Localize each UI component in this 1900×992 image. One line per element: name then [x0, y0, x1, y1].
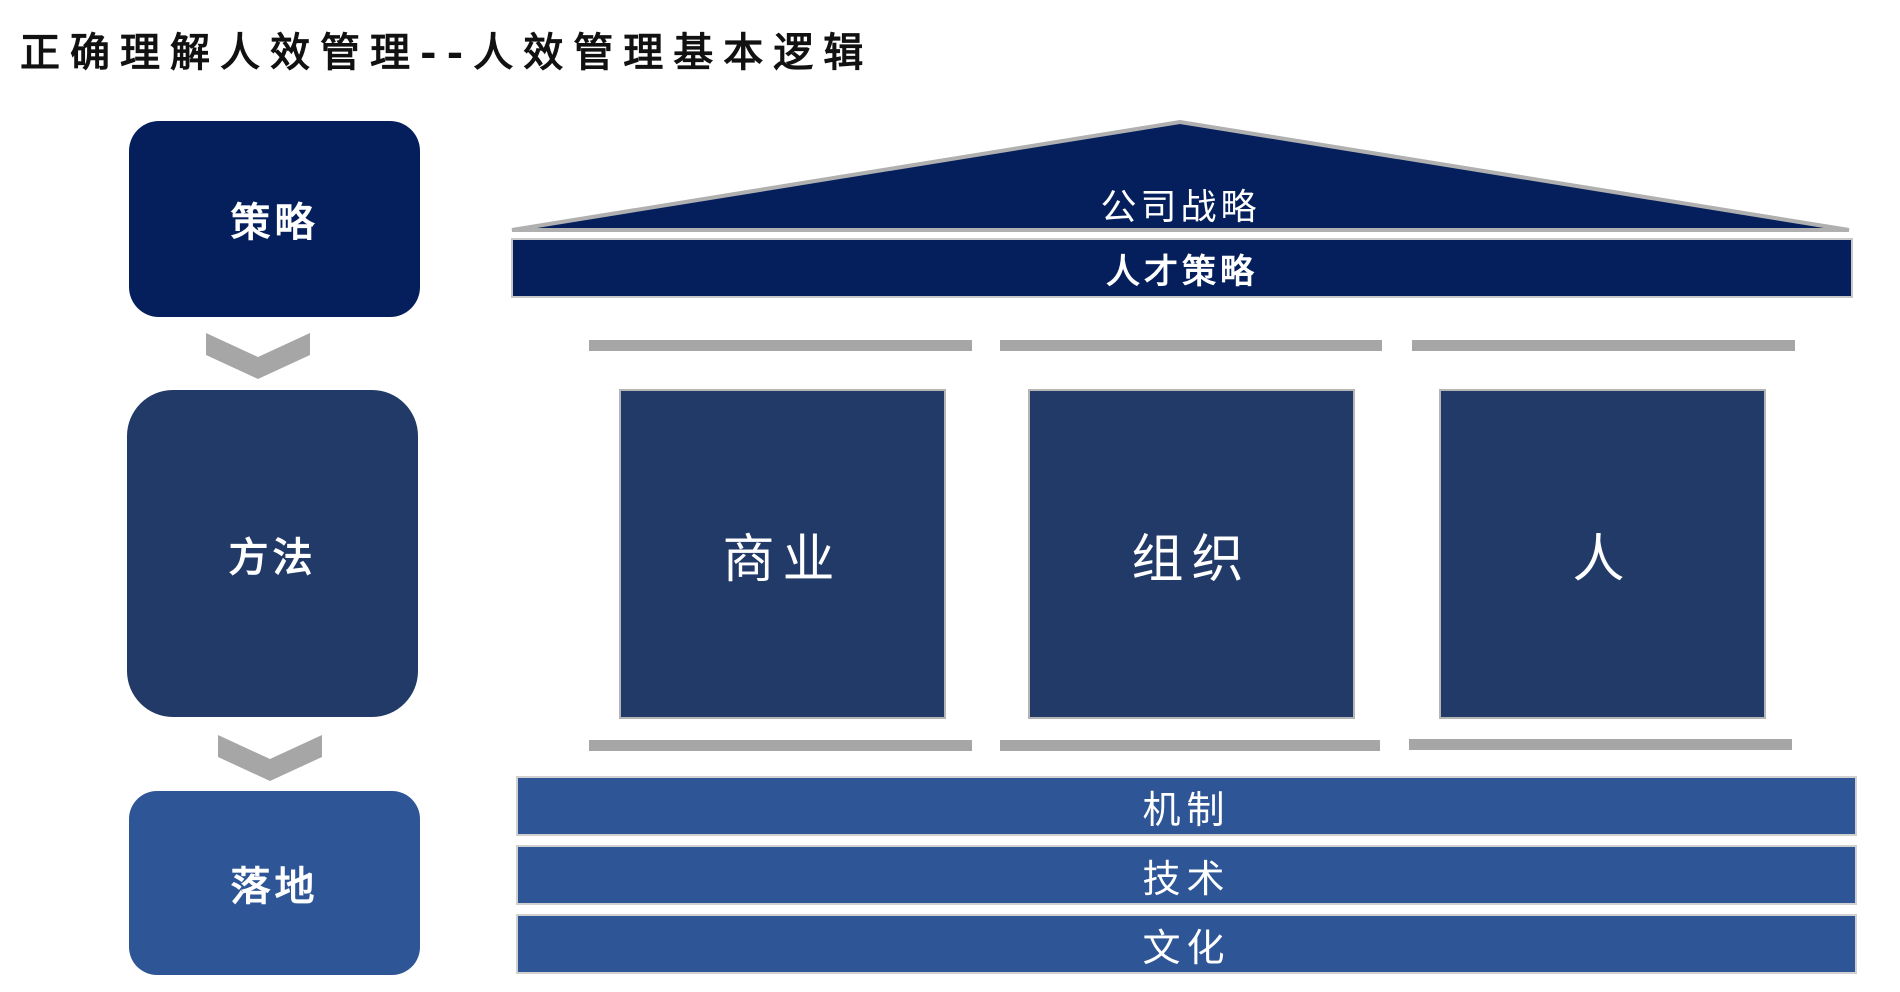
pillar-top-beam [589, 340, 972, 351]
base-band-technology: 技术 [516, 845, 1857, 905]
pillar-bottom-beam [1409, 739, 1792, 750]
pillar-people: 人 [1439, 389, 1766, 719]
pillar-business: 商业 [619, 389, 946, 719]
pillar-organization: 组织 [1028, 389, 1355, 719]
pillar-top-beam [1412, 340, 1795, 351]
talent-strategy-band: 人才策略 [511, 238, 1853, 298]
pillar-top-beam [1000, 340, 1382, 351]
roof-triangle [511, 120, 1850, 232]
stage-implementation: 落地 [129, 791, 420, 975]
chevron-down-icon [218, 735, 322, 781]
base-band-mechanism: 机制 [516, 776, 1857, 836]
pillar-bottom-beam [589, 740, 972, 751]
stage-strategy: 策略 [129, 121, 420, 317]
chevron-down-icon [206, 333, 310, 379]
page-title: 正确理解人效管理--人效管理基本逻辑 [20, 29, 874, 76]
pillar-bottom-beam [1000, 740, 1380, 751]
stage-method: 方法 [127, 390, 418, 717]
roof-label: 公司战略 [1100, 187, 1261, 228]
base-band-culture: 文化 [516, 914, 1857, 974]
